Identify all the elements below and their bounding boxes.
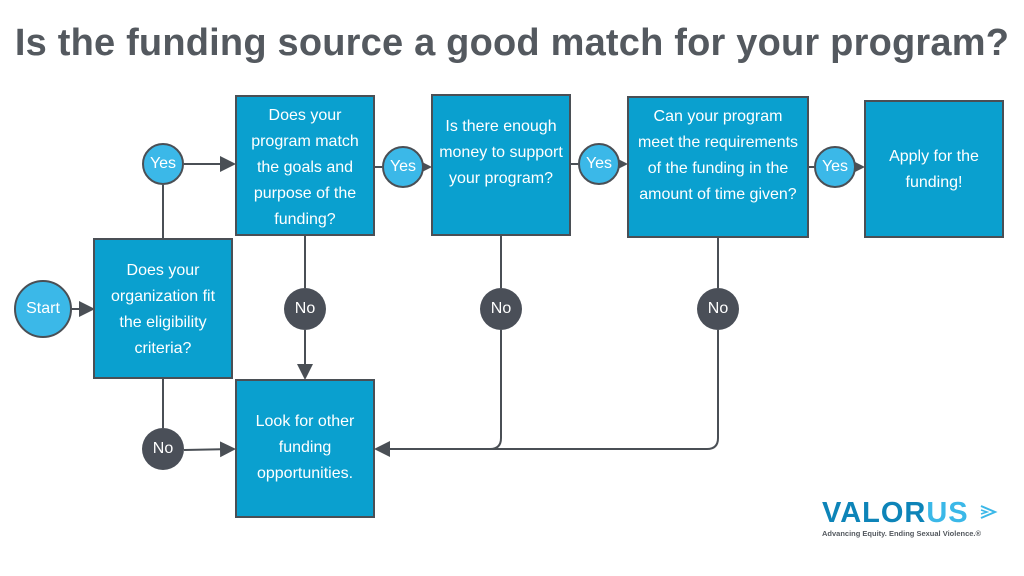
logo-tagline: Advancing Equity. Ending Sexual Violence… — [822, 529, 982, 538]
yes-label: Yes — [389, 158, 417, 175]
goals-box: Does your program match the goals and pu… — [235, 95, 375, 236]
no-circle-eligibility: No — [142, 428, 184, 470]
money-box: Is there enough money to support your pr… — [431, 94, 571, 236]
goals-text: Does your program match the goals and pu… — [251, 107, 359, 228]
arrow-no-to-other — [183, 441, 236, 458]
start-label: Start — [26, 300, 60, 317]
no-circle-requirements: No — [697, 288, 739, 330]
other-opportunities-box: Look for other funding opportunities. — [235, 379, 375, 518]
eligibility-text: Does your organization fit the eligibili… — [110, 262, 216, 357]
page-title: Is the funding source a good match for y… — [14, 22, 1010, 64]
logo-brand-accent: US — [926, 497, 969, 529]
arrow-requirements-no-to-other — [374, 330, 719, 457]
logo-wordmark: VALORUS — [822, 498, 1002, 528]
requirements-box: Can your program meet the requirements o… — [627, 96, 809, 238]
no-label: No — [490, 300, 512, 317]
yes-label: Yes — [149, 155, 177, 172]
yes-label: Yes — [585, 155, 613, 172]
no-circle-money: No — [480, 288, 522, 330]
requirements-text: Can your program meet the requirements o… — [637, 108, 799, 203]
yes-circle-requirements: Yes — [814, 146, 856, 188]
apply-box: Apply for the funding! — [864, 100, 1004, 238]
line-money-no-to-other — [378, 330, 502, 450]
logo-chevron-icon — [980, 505, 998, 519]
valorus-logo: VALORUS Advancing Equity. Ending Sexual … — [822, 498, 1002, 538]
no-label: No — [152, 440, 174, 457]
eligibility-box: Does your organization fit the eligibili… — [93, 238, 233, 379]
other-text: Look for other funding opportunities. — [255, 413, 355, 482]
apply-text: Apply for the funding! — [889, 148, 979, 191]
yes-circle-money: Yes — [578, 143, 620, 185]
start-node: Start — [14, 280, 72, 338]
yes-circle-goals: Yes — [382, 146, 424, 188]
no-label: No — [707, 300, 729, 317]
yes-circle-eligibility: Yes — [142, 143, 184, 185]
yes-label: Yes — [821, 158, 849, 175]
no-label: No — [294, 300, 316, 317]
money-text: Is there enough money to support your pr… — [439, 118, 563, 187]
no-circle-goals: No — [284, 288, 326, 330]
logo-brand: VALOR — [822, 497, 927, 529]
